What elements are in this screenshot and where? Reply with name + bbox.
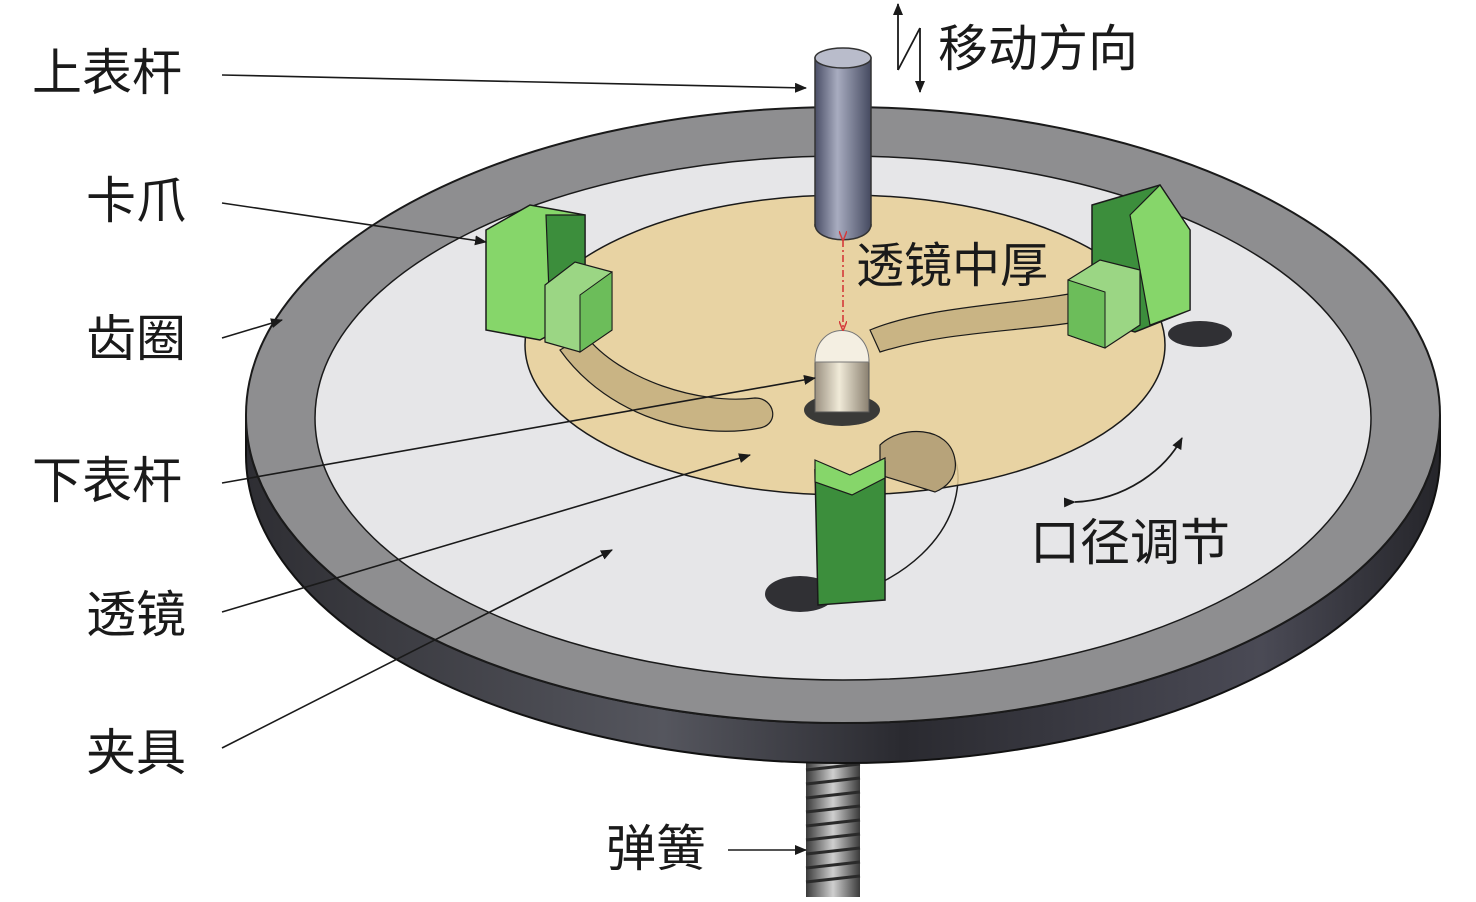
upper-rod-leader bbox=[221, 74, 807, 93]
lower-rod-leader bbox=[221, 374, 816, 484]
spring bbox=[805, 752, 861, 897]
jaw-right bbox=[1067, 184, 1191, 349]
lens-slot-left bbox=[559, 334, 774, 432]
lower-rod bbox=[804, 330, 880, 426]
jaw-left bbox=[485, 204, 613, 353]
label-gear-ring: 齿圈 bbox=[86, 310, 186, 368]
label-fixture: 夹具 bbox=[86, 724, 186, 782]
upper-rod bbox=[814, 47, 872, 241]
label-aperture-adjust: 口径调节 bbox=[1030, 514, 1230, 572]
aperture-adjust-arrow bbox=[1063, 437, 1183, 508]
lens-slot-bottom bbox=[879, 430, 957, 493]
plate-slot-right bbox=[1168, 321, 1232, 347]
label-lower-rod: 下表杆 bbox=[32, 452, 182, 510]
fixture-leader bbox=[221, 549, 613, 749]
jaw-leader bbox=[221, 202, 487, 246]
label-spring: 弹簧 bbox=[606, 820, 706, 878]
label-move-direction: 移动方向 bbox=[938, 20, 1138, 78]
label-upper-rod: 上表杆 bbox=[32, 44, 182, 102]
label-lens: 透镜 bbox=[86, 586, 186, 644]
lens-leader bbox=[221, 453, 751, 613]
move-direction-arrow bbox=[893, 3, 925, 93]
gear-ring-leader bbox=[221, 318, 283, 339]
label-lens-center-thickness: 透镜中厚 bbox=[856, 238, 1048, 294]
label-jaw: 卡爪 bbox=[86, 172, 186, 230]
jaw-bottom bbox=[814, 457, 886, 606]
